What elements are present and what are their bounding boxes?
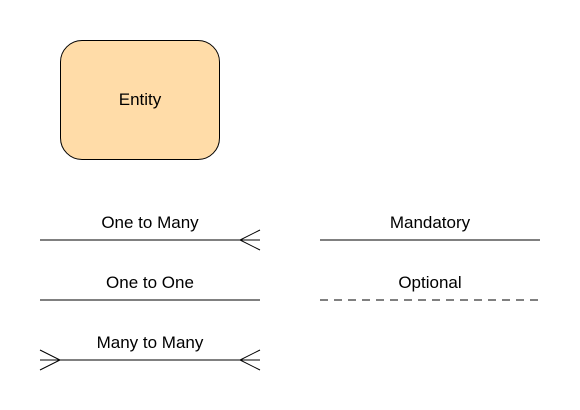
entity-shape: Entity [60, 40, 220, 160]
entity-label: Entity [118, 90, 162, 109]
optional-label: Optional [398, 273, 462, 292]
crows-foot-icon [238, 349, 261, 371]
one-to-many-label: One to Many [101, 213, 199, 232]
many-to-many-connector [39, 349, 261, 371]
one-to-many-connector [40, 229, 261, 251]
many-to-many-label: Many to Many [96, 333, 204, 352]
one-to-one-label: One to One [106, 273, 194, 292]
mandatory-label: Mandatory [389, 213, 471, 232]
crows-foot-icon [238, 229, 261, 251]
crows-foot-icon [39, 349, 62, 371]
